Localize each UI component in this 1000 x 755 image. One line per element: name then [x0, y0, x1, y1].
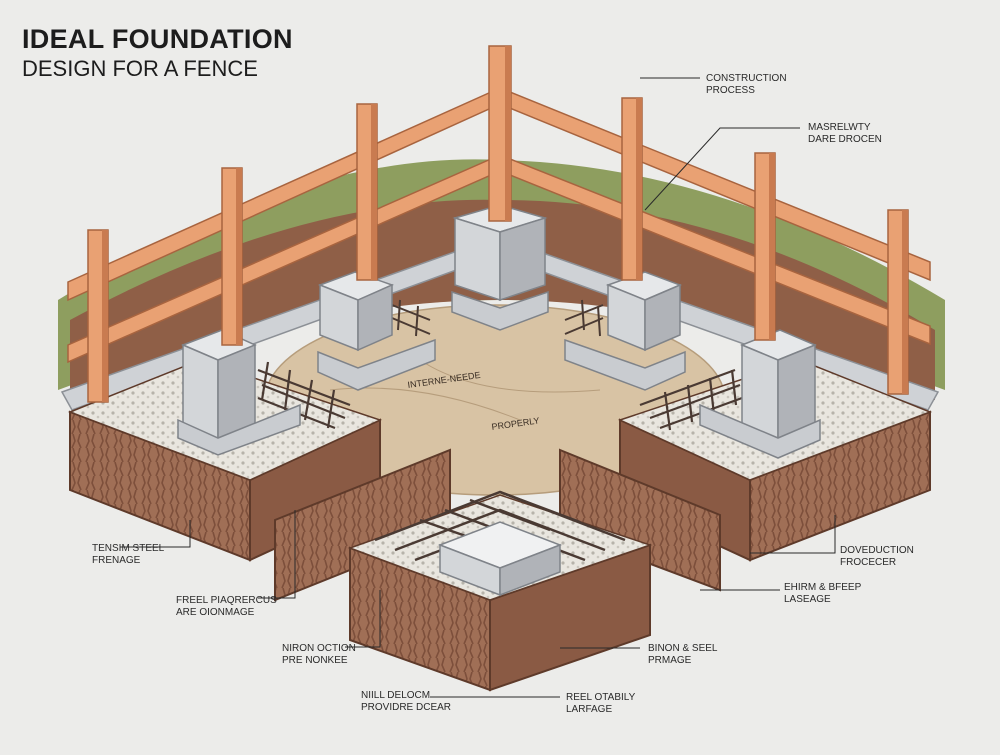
title-line-1: IDEAL FOUNDATION — [22, 24, 293, 54]
rebar-cage-back-right — [564, 299, 604, 337]
fence-rails — [67, 86, 931, 364]
rebar-cage-back-left — [391, 299, 431, 337]
leader-lines — [120, 77, 836, 698]
footing-back-center — [451, 204, 549, 331]
footing-right — [699, 329, 821, 459]
title-line-2: DESIGN FOR A FENCE — [22, 56, 258, 81]
footing-front — [437, 521, 563, 597]
footing-left — [177, 329, 301, 456]
